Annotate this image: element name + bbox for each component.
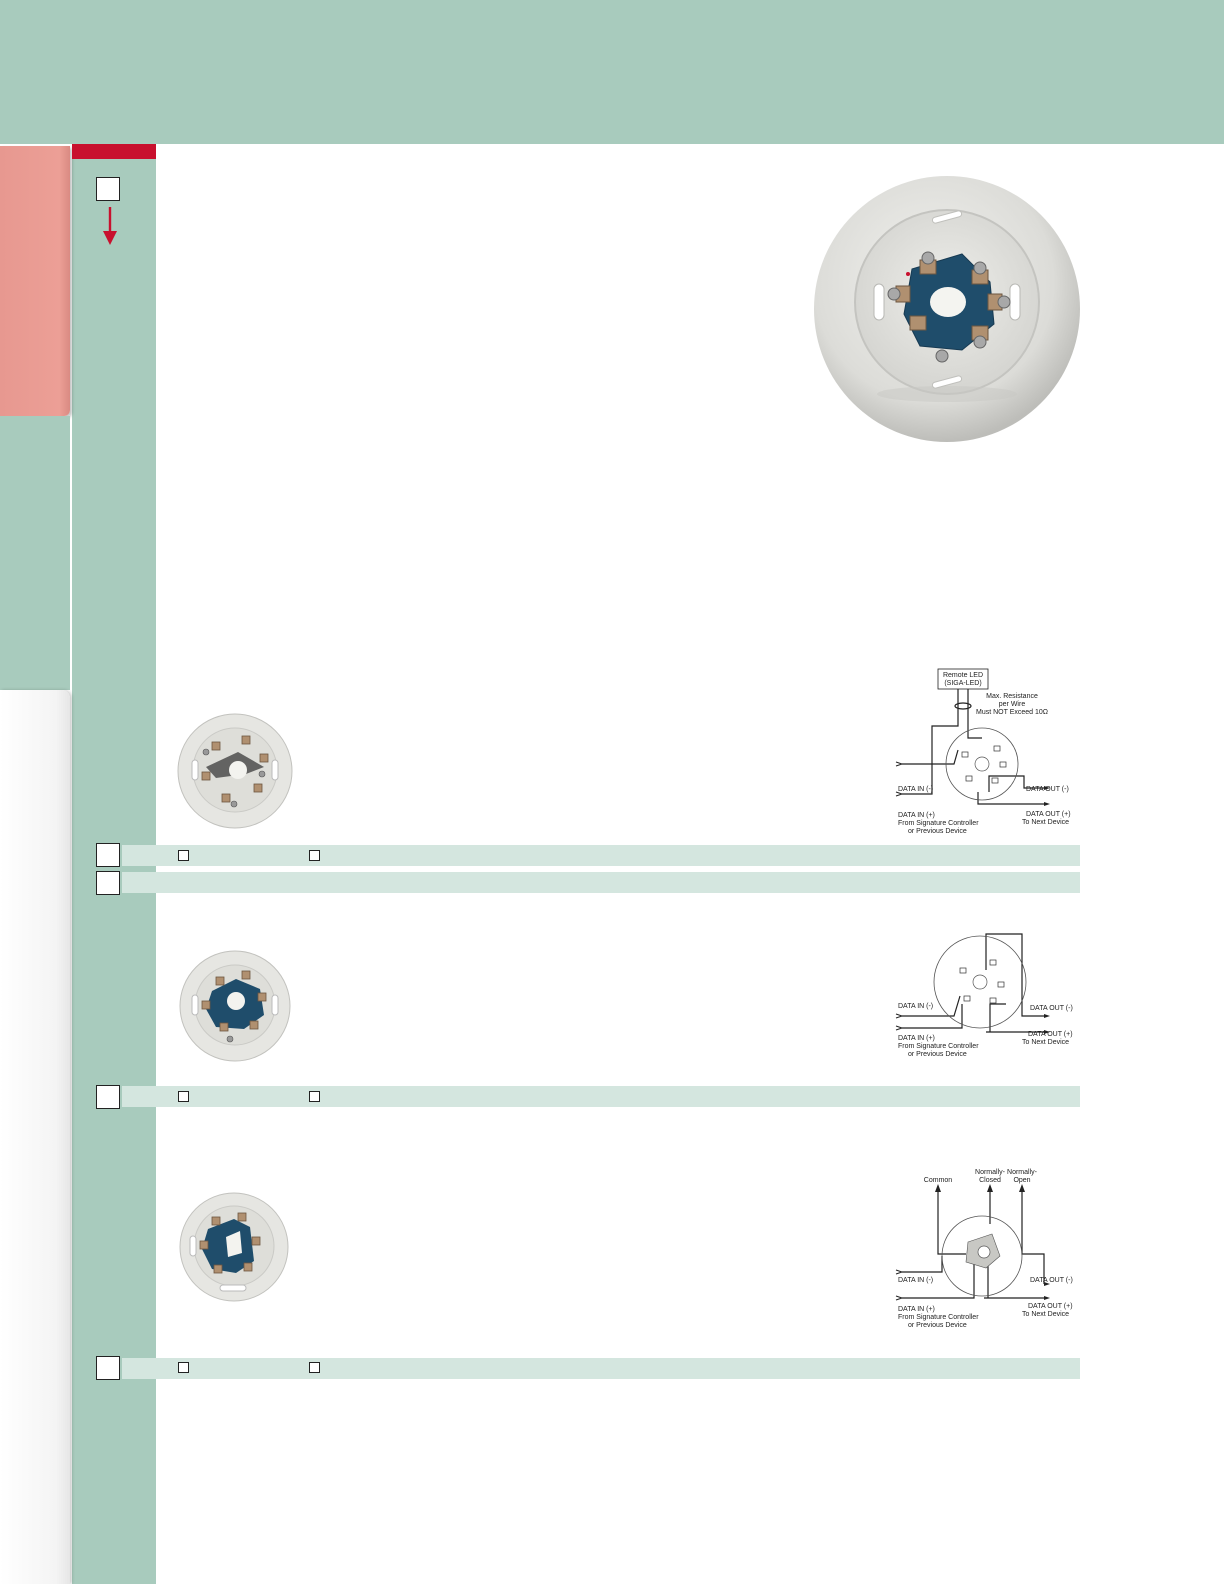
order-checkbox-1[interactable] bbox=[96, 843, 120, 867]
data-in-pos-label: DATA IN (+) bbox=[898, 812, 935, 819]
data-out-pos-label: DATA OUT (+) bbox=[1028, 1031, 1073, 1038]
option-checkbox-4b[interactable] bbox=[309, 1362, 320, 1373]
normally-closed-label-2: Closed bbox=[979, 1177, 1001, 1184]
option-checkbox-1a[interactable] bbox=[178, 850, 189, 861]
normally-closed-label-1: Normally- bbox=[975, 1169, 1006, 1176]
arrow-down-icon bbox=[103, 207, 117, 245]
remote-led-model: (SIGA-LED) bbox=[944, 680, 981, 687]
to-next-device-label: To Next Device bbox=[1022, 1311, 1069, 1318]
option-checkbox-1b[interactable] bbox=[309, 850, 320, 861]
data-in-pos-label: DATA IN (+) bbox=[898, 1035, 935, 1042]
order-checkbox-3[interactable] bbox=[96, 1085, 120, 1109]
wiring-diagram-led: Remote LED (SIGA-LED) Max. Resistance pe… bbox=[895, 668, 1071, 835]
option-checkbox-3a[interactable] bbox=[178, 1091, 189, 1102]
normally-open-label-1: Normally- bbox=[1007, 1169, 1038, 1176]
detector-base-photo-large bbox=[814, 176, 1080, 442]
detector-base-photo-3 bbox=[179, 1192, 289, 1302]
wiring-diagram-relay: Common Normally- Closed Normally- Open D… bbox=[895, 1169, 1073, 1329]
resistance-note-1: Max. Resistance bbox=[986, 693, 1038, 700]
order-row-1 bbox=[122, 845, 1080, 866]
option-checkbox-4a[interactable] bbox=[178, 1362, 189, 1373]
data-out-neg-label: DATA OUT (-) bbox=[1026, 786, 1069, 793]
previous-device-label: or Previous Device bbox=[908, 1051, 967, 1058]
resistance-note-3: Must NOT Exceed 10Ω bbox=[976, 709, 1048, 716]
common-label: Common bbox=[924, 1177, 953, 1184]
to-next-device-label: To Next Device bbox=[1022, 819, 1069, 826]
data-in-pos-label: DATA IN (+) bbox=[898, 1306, 935, 1313]
section-tab-active[interactable] bbox=[0, 146, 70, 416]
previous-device-label: or Previous Device bbox=[908, 828, 967, 835]
data-in-neg-label: DATA IN (-) bbox=[898, 1277, 933, 1284]
remote-led-label: Remote LED bbox=[943, 672, 983, 679]
order-checkbox-2[interactable] bbox=[96, 871, 120, 895]
order-row-3 bbox=[122, 1086, 1080, 1107]
order-row-2 bbox=[122, 872, 1080, 893]
to-next-device-label: To Next Device bbox=[1022, 1039, 1069, 1046]
detector-base-photo-2 bbox=[179, 950, 291, 1062]
order-row-4 bbox=[122, 1358, 1080, 1379]
data-out-neg-label: DATA OUT (-) bbox=[1030, 1005, 1073, 1012]
wiring-diagram-standard: DATA IN (-) DATA IN (+) From Signature C… bbox=[895, 933, 1073, 1058]
top-banner bbox=[0, 0, 1224, 144]
section-tab-divider bbox=[0, 416, 70, 690]
data-out-pos-label: DATA OUT (+) bbox=[1026, 811, 1071, 818]
data-out-neg-label: DATA OUT (-) bbox=[1030, 1277, 1073, 1284]
data-in-neg-label: DATA IN (-) bbox=[898, 786, 933, 793]
data-out-pos-label: DATA OUT (+) bbox=[1028, 1303, 1073, 1310]
section-checkbox[interactable] bbox=[96, 177, 120, 201]
resistance-note-2: per Wire bbox=[999, 701, 1026, 708]
detector-base-photo-1 bbox=[177, 713, 293, 829]
section-tab-inactive[interactable] bbox=[0, 690, 70, 1584]
red-accent-bar bbox=[72, 144, 156, 159]
order-checkbox-4[interactable] bbox=[96, 1356, 120, 1380]
option-checkbox-3b[interactable] bbox=[309, 1091, 320, 1102]
data-in-neg-label: DATA IN (-) bbox=[898, 1003, 933, 1010]
previous-device-label: or Previous Device bbox=[908, 1322, 967, 1329]
from-controller-label: From Signature Controller bbox=[898, 1043, 979, 1050]
from-controller-label: From Signature Controller bbox=[898, 1314, 979, 1321]
from-controller-label: From Signature Controller bbox=[898, 820, 979, 827]
normally-open-label-2: Open bbox=[1013, 1177, 1030, 1184]
